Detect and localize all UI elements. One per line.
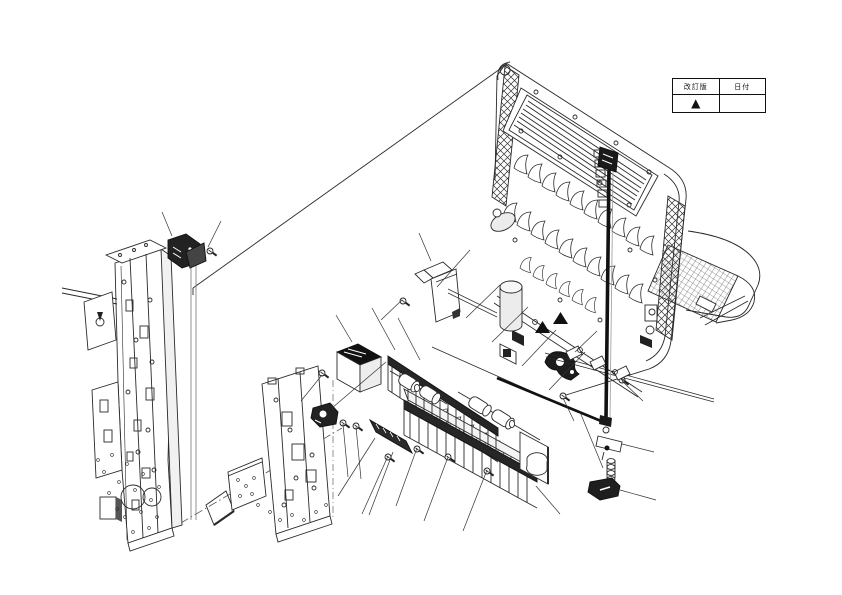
leader-lines xyxy=(161,211,657,532)
panel-holes xyxy=(121,279,157,511)
left-frame-panel xyxy=(61,233,235,552)
revision-column-header: 改訂版 xyxy=(672,78,720,95)
guide-bracket xyxy=(414,261,461,323)
spring-lever-assembly xyxy=(587,435,623,501)
revision-marker-icon xyxy=(535,321,550,333)
paper-guide-fingers-row2 xyxy=(502,202,644,304)
gear-opening xyxy=(142,487,162,507)
solenoid-assembly xyxy=(310,402,339,428)
louvered-top-panel xyxy=(502,87,659,217)
revision-marker-cell: ▲ xyxy=(672,94,720,113)
lift-rod-assembly xyxy=(593,146,619,434)
revision-marker-icon xyxy=(553,312,568,324)
left-wing-panel xyxy=(227,457,267,511)
lower-latch-row xyxy=(493,295,643,398)
feed-assembly xyxy=(318,261,715,509)
screw xyxy=(206,247,218,257)
ribbed-guide-plate-upper xyxy=(387,355,542,474)
revision-date-cell xyxy=(718,94,766,113)
fuser-roller xyxy=(490,208,523,332)
panel-rivets xyxy=(236,476,328,522)
upper-mounting-bracket xyxy=(167,233,207,269)
screw xyxy=(352,422,364,432)
drive-shaft xyxy=(496,376,602,423)
assembly-end-plate xyxy=(519,431,549,485)
panel-rivets xyxy=(96,453,161,534)
screw xyxy=(399,297,411,307)
panel-holes xyxy=(273,397,317,508)
ribbed-guide-plate-lower xyxy=(403,399,538,509)
revision-markers xyxy=(535,312,568,333)
tray-grille xyxy=(647,244,739,323)
revision-table: 改訂版 日付 ▲ xyxy=(672,78,766,113)
feed-rollers xyxy=(389,346,602,441)
date-column-header: 日付 xyxy=(718,78,766,95)
connector-box xyxy=(335,343,383,393)
revision-table-header-row: 改訂版 日付 xyxy=(672,78,766,95)
hatched-section-band-left xyxy=(491,65,520,207)
corner-hook xyxy=(497,61,511,81)
long-transfer-shaft xyxy=(545,356,715,403)
small-guide-plate xyxy=(368,418,414,455)
vertical-rod xyxy=(604,169,611,419)
output-tray xyxy=(647,230,761,326)
gear-opening xyxy=(120,484,146,510)
screw xyxy=(339,419,351,429)
center-frame-panel xyxy=(227,365,364,543)
right-latch-parts xyxy=(640,304,658,348)
revision-table-row: ▲ xyxy=(672,94,766,113)
explosion-boundary-line xyxy=(192,63,508,289)
main-frame-assembly xyxy=(490,61,687,434)
long-transfer-shaft xyxy=(544,352,715,400)
